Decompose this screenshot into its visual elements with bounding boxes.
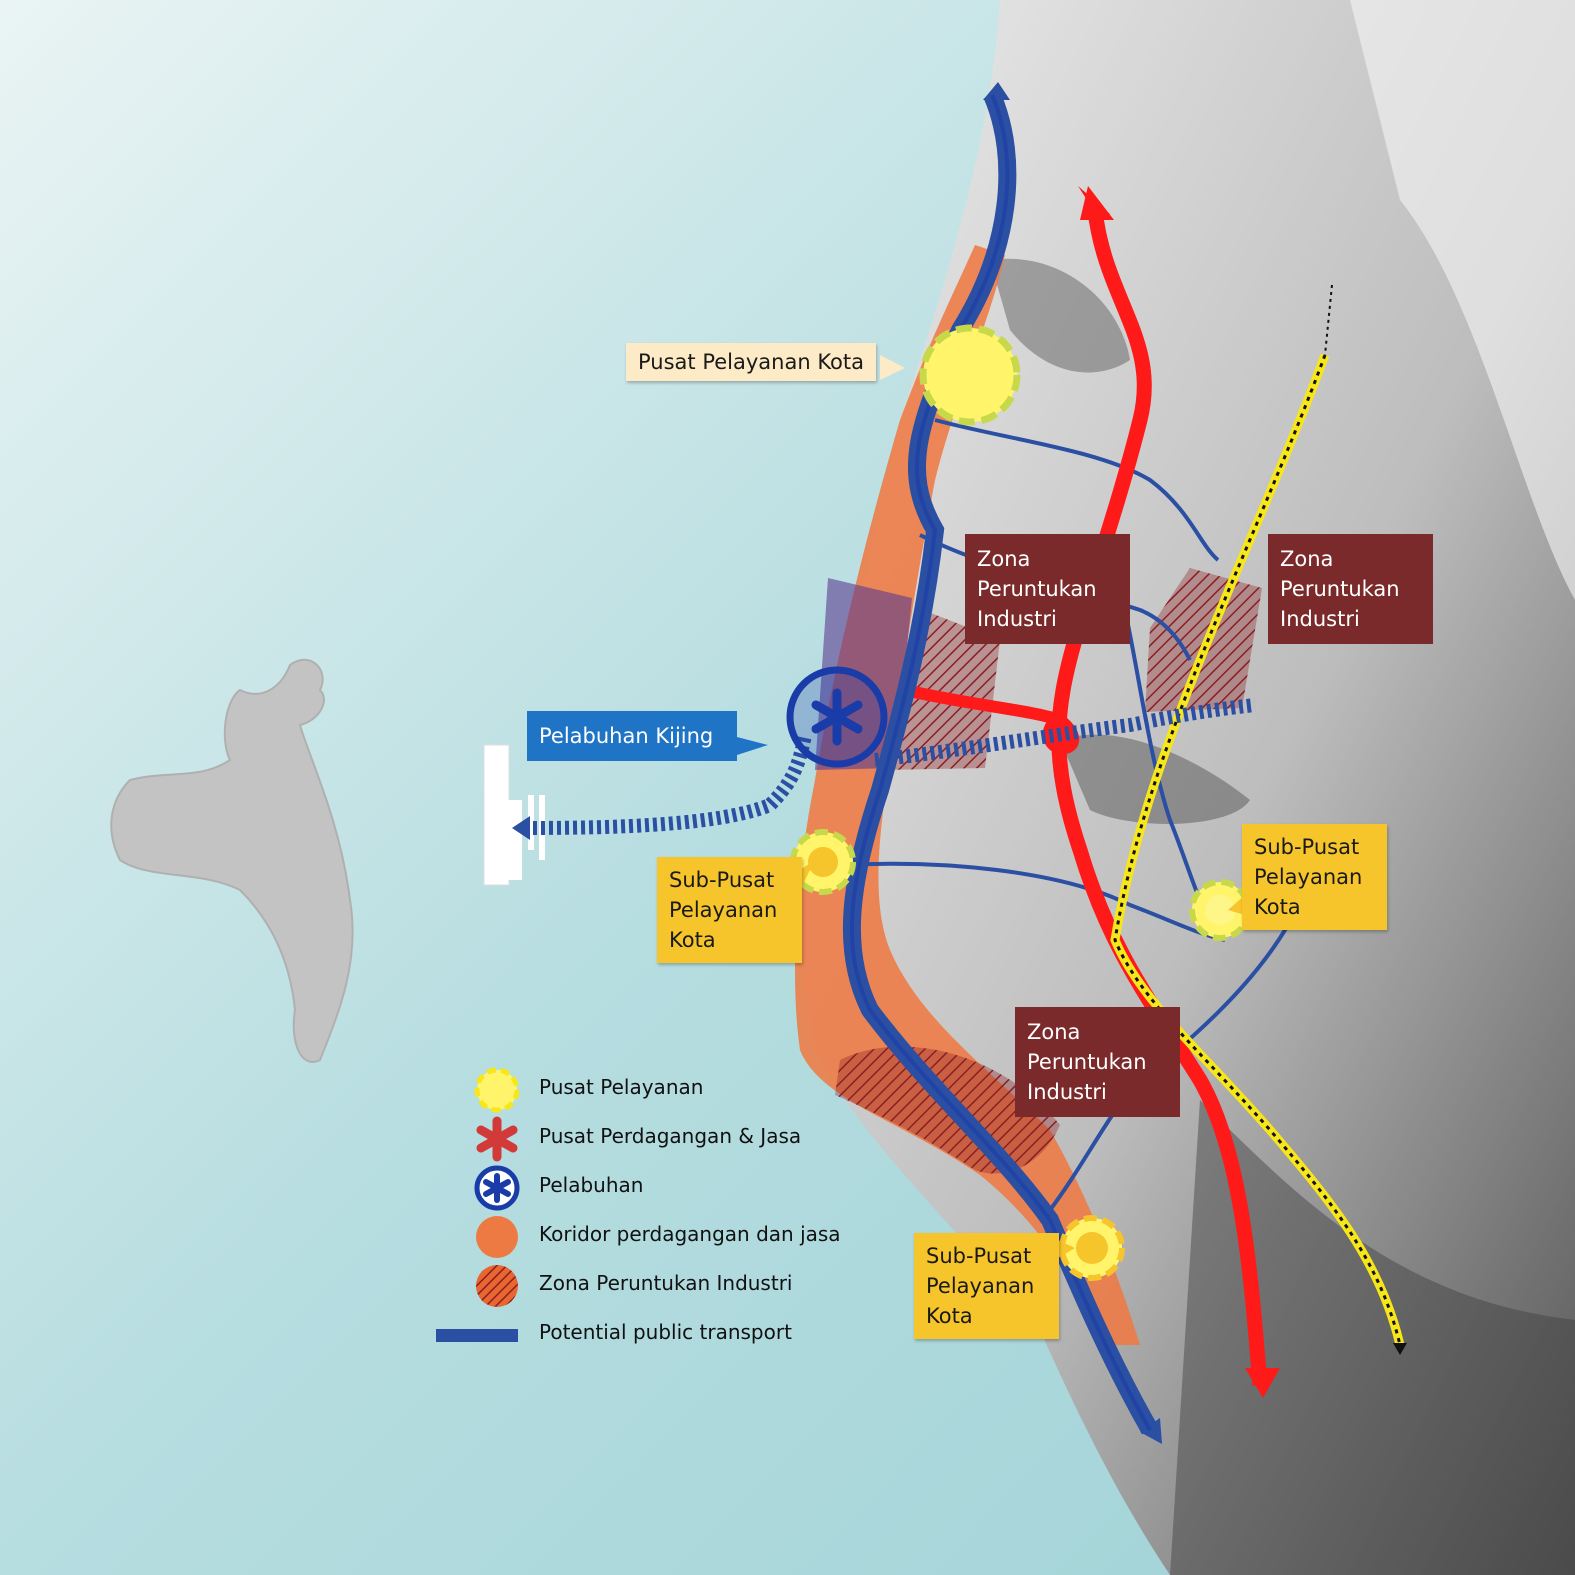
port-jetty — [528, 795, 534, 850]
arterial-road-arrow-north-head — [1080, 186, 1114, 220]
pusat-pelayanan-kota-marker[interactable] — [919, 324, 1021, 426]
map-legend: Pusat Pelayanan Pusat Perdagangan & Jasa — [430, 1066, 890, 1360]
callout-pointer-sub1 — [800, 860, 815, 890]
legend-item-pelabuhan: Pelabuhan — [430, 1164, 890, 1213]
label-pelabuhan-kijing: Pelabuhan Kijing — [527, 711, 737, 761]
legend-label: Potential public transport — [539, 1320, 792, 1344]
terrain-shadow — [1170, 1100, 1575, 1575]
zona-industri-icon — [476, 1265, 518, 1307]
port-link-west — [524, 733, 812, 835]
port-link-arrow — [512, 816, 530, 840]
sub-pusat-marker-1[interactable] — [790, 829, 856, 895]
pusat-pelayanan-icon — [474, 1067, 520, 1113]
railway-line-dash — [1113, 354, 1402, 1346]
mangrove-terrain — [990, 258, 1130, 373]
label-sub-pusat-1: Sub-Pusat Pelayanan Kota — [657, 857, 802, 963]
railway-arrow-south — [1393, 1343, 1407, 1355]
legend-label: Pusat Perdagangan & Jasa — [539, 1124, 802, 1148]
sub-pusat-marker-3[interactable] — [1059, 1215, 1125, 1281]
label-zona-industri-3: Zona Peruntukan Industri — [1015, 1007, 1180, 1117]
label-zona-industri-2: Zona Peruntukan Industri — [1268, 534, 1433, 644]
public-transport-icon — [436, 1329, 518, 1342]
arterial-road — [1051, 209, 1268, 1386]
label-sub-pusat-3: Sub-Pusat Pelayanan Kota — [914, 1233, 1059, 1339]
legend-label: Pelabuhan — [539, 1173, 644, 1197]
label-sub-pusat-2: Sub-Pusat Pelayanan Kota — [1242, 824, 1387, 930]
transport-arrow-north — [983, 82, 1010, 100]
callout-pointer-sub3 — [1058, 1240, 1075, 1258]
legend-item-zona-industri: Zona Peruntukan Industri — [430, 1262, 890, 1311]
sub-pusat-marker-2[interactable] — [1189, 879, 1251, 941]
terrain-highlight — [1350, 0, 1575, 600]
pelabuhan-kijing-marker[interactable] — [786, 666, 888, 768]
legend-label: Pusat Pelayanan — [539, 1075, 704, 1099]
island — [110, 658, 354, 1063]
arterial-road-arrow-south — [1245, 1368, 1280, 1398]
pusat-perdagangan-icon — [476, 1116, 518, 1162]
port-pier-extension — [508, 800, 522, 880]
port-link-east — [874, 698, 1256, 767]
legend-label: Koridor perdagangan dan jasa — [539, 1222, 841, 1246]
transport-arrow-south — [1140, 1418, 1162, 1444]
koridor-icon — [476, 1216, 518, 1258]
legend-item-pusat-pelayanan: Pusat Pelayanan — [430, 1066, 890, 1115]
legend-item-pusat-perdagangan: Pusat Perdagangan & Jasa — [430, 1115, 890, 1164]
port-pier — [483, 744, 510, 886]
callout-pointer-port — [737, 737, 768, 755]
callout-pointer-sub2 — [1228, 895, 1245, 915]
legend-item-koridor: Koridor perdagangan dan jasa — [430, 1213, 890, 1262]
legend-label: Zona Peruntukan Industri — [539, 1271, 793, 1295]
label-pusat-pelayanan-kota: Pusat Pelayanan Kota — [626, 343, 876, 381]
callout-pointer-main — [880, 355, 905, 380]
legend-item-public-transport: Potential public transport — [430, 1311, 890, 1360]
railway-extension — [1324, 284, 1333, 356]
label-zona-industri-1: Zona Peruntukan Industri — [965, 534, 1130, 644]
pelabuhan-icon — [474, 1165, 520, 1211]
